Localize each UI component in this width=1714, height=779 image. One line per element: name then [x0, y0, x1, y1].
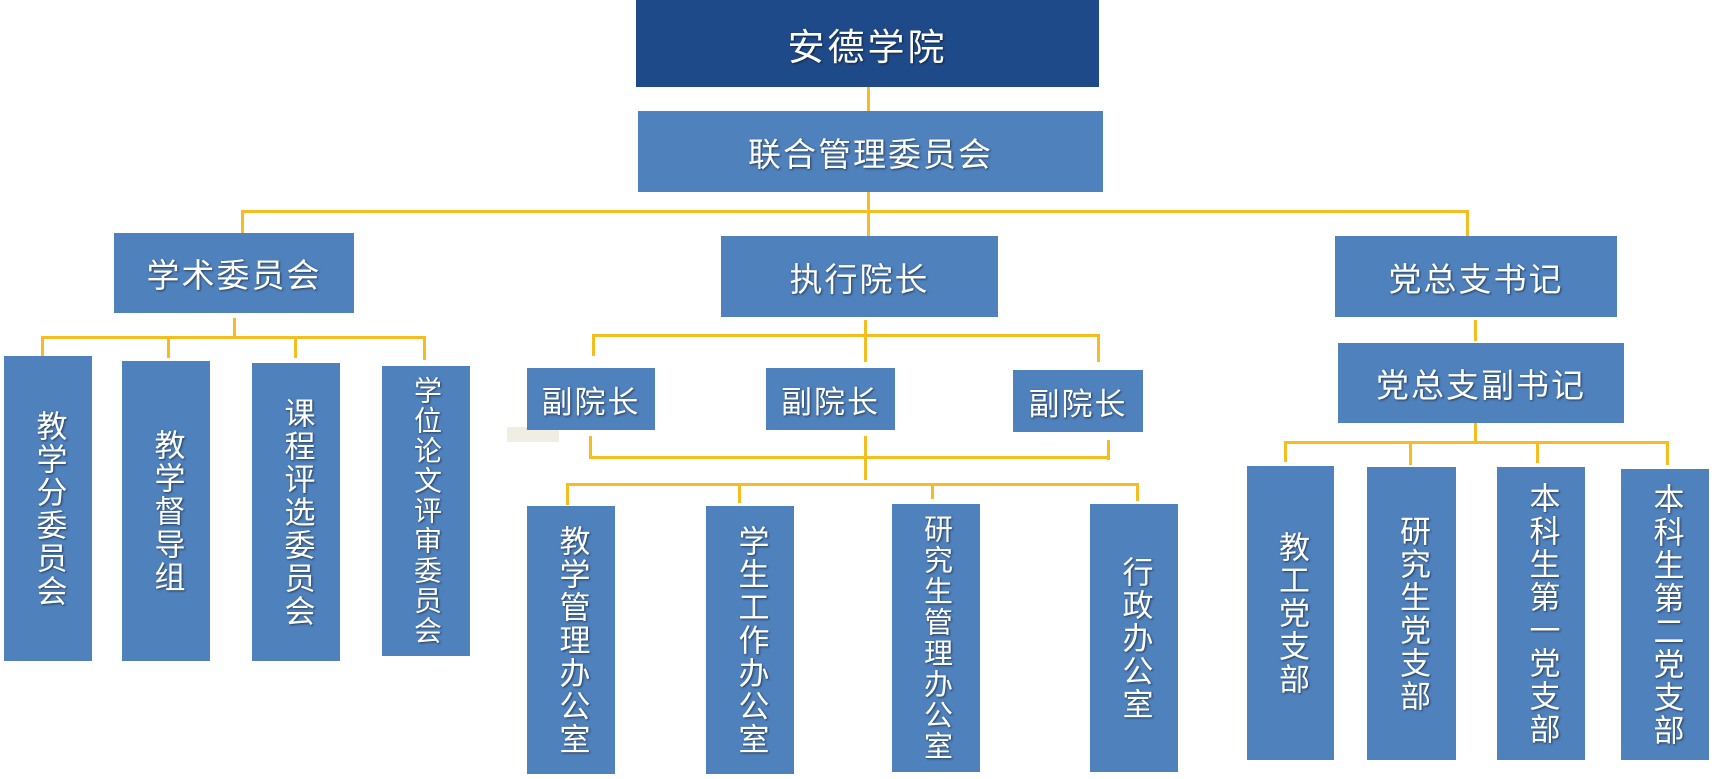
node-label: 教学分委员会	[30, 409, 67, 608]
node-academic-committee[interactable]: 学术委员会	[114, 233, 354, 313]
node-label: 本科生第二党支部	[1647, 482, 1684, 747]
connector-office-bar	[566, 483, 1139, 486]
connector-party-c4	[1666, 441, 1669, 465]
node-academic-child[interactable]: 教学分委员会	[4, 356, 92, 661]
node-label: 行政办公室	[1116, 555, 1153, 721]
node-party-branch[interactable]: 教工党支部	[1247, 466, 1334, 760]
node-label: 课程评选委员会	[278, 396, 315, 628]
connector-deputy-bar	[592, 334, 1100, 337]
node-office[interactable]: 学生工作办公室	[706, 506, 794, 774]
connector-deputy-3-down	[1107, 440, 1110, 460]
node-party-secretary[interactable]: 党总支书记	[1335, 236, 1617, 317]
connector-office-1	[566, 483, 569, 505]
watermark-artifact	[507, 427, 559, 442]
node-office[interactable]: 研究生管理办公室	[892, 504, 980, 772]
connector-to-academic	[241, 210, 244, 233]
connector-level2-bar	[241, 210, 1469, 213]
node-label: 教工党支部	[1273, 530, 1309, 696]
node-deputy-dean[interactable]: 副院长	[1013, 370, 1143, 432]
node-label: 本科生第一党支部	[1523, 481, 1560, 746]
node-label: 副院长	[541, 384, 641, 421]
node-deputy-dean[interactable]: 副院长	[766, 368, 895, 430]
node-party-branch[interactable]: 研究生党支部	[1367, 467, 1456, 760]
node-root[interactable]: 安德学院	[636, 0, 1099, 87]
connector-academic-c2	[167, 336, 170, 358]
connector-office-3	[931, 483, 934, 499]
connector-party-bar	[1284, 441, 1669, 444]
connector-deputy-1-down	[589, 436, 592, 458]
node-label: 学生工作办公室	[732, 524, 769, 756]
node-label: 教学督导组	[148, 428, 185, 594]
node-label: 副院长	[781, 384, 880, 421]
connector-academic-down	[233, 318, 236, 336]
node-executive-dean[interactable]: 执行院长	[721, 236, 998, 317]
node-label: 研究生管理办公室	[919, 514, 954, 762]
node-label: 党总支书记	[1388, 259, 1564, 299]
connector-academic-c1	[41, 336, 44, 356]
connector-root-committee	[867, 87, 870, 111]
node-office[interactable]: 教学管理办公室	[527, 506, 615, 774]
node-academic-child[interactable]: 课程评选委员会	[252, 363, 340, 661]
node-academic-child[interactable]: 教学督导组	[122, 361, 210, 661]
node-office[interactable]: 行政办公室	[1090, 504, 1178, 772]
node-label: 党总支副书记	[1376, 366, 1586, 405]
node-label: 教学管理办公室	[553, 524, 590, 756]
connector-deputy-1	[592, 334, 595, 356]
connector-party-deputy	[1474, 320, 1477, 341]
connector-party-c2	[1409, 441, 1412, 465]
node-label: 学术委员会	[146, 256, 322, 295]
connector-deputy-merge-bar	[589, 456, 1110, 459]
connector-party-down	[1474, 423, 1477, 443]
node-party-branch[interactable]: 本科生第二党支部	[1621, 469, 1709, 760]
node-label: 研究生党支部	[1394, 514, 1430, 713]
connector-to-party	[1466, 210, 1469, 236]
connector-party-c1	[1284, 441, 1287, 462]
connector-academic-c4	[423, 336, 426, 360]
node-label: 学位论文评审委员会	[410, 376, 443, 646]
node-label: 副院长	[1028, 386, 1128, 423]
connector-party-c3	[1536, 441, 1539, 463]
connector-office-4	[1136, 483, 1139, 501]
connector-deputy-3	[1097, 334, 1100, 362]
connector-academic-bar	[41, 336, 426, 339]
node-deputy-dean[interactable]: 副院长	[527, 368, 655, 430]
connector-exec-down	[864, 320, 867, 362]
node-committee[interactable]: 联合管理委员会	[638, 111, 1103, 192]
connector-academic-c3	[294, 336, 297, 358]
node-party-deputy-secretary[interactable]: 党总支副书记	[1338, 343, 1624, 423]
node-label: 执行院长	[789, 259, 930, 299]
connector-committee-down	[867, 192, 870, 236]
node-label: 联合管理委员会	[748, 134, 993, 174]
node-academic-child[interactable]: 学位论文评审委员会	[382, 366, 470, 656]
node-label: 安德学院	[787, 25, 948, 69]
node-party-branch[interactable]: 本科生第一党支部	[1497, 467, 1585, 760]
connector-office-2	[738, 483, 741, 503]
